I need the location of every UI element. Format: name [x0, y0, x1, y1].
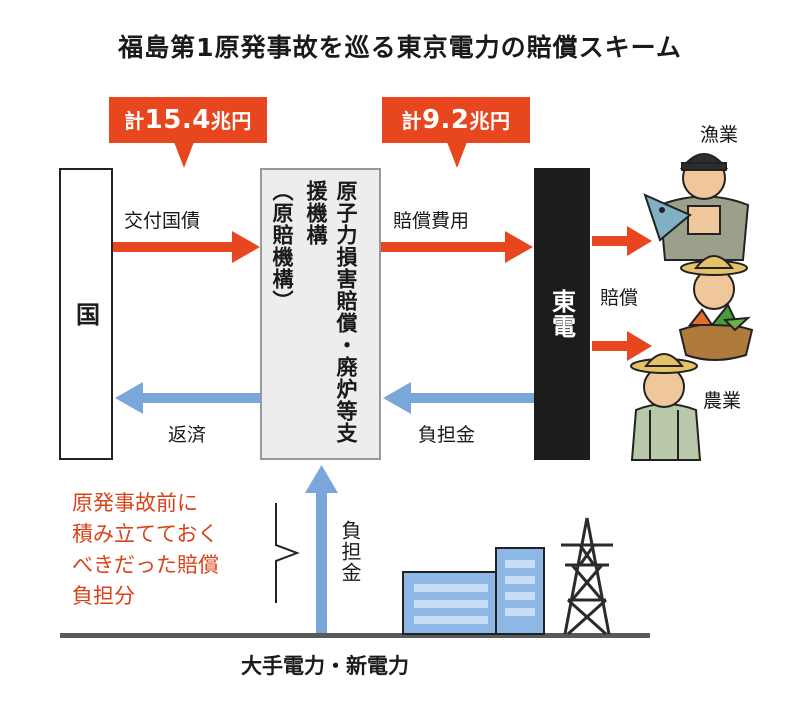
- arrow-compensation-agriculture: [592, 331, 652, 361]
- note-bracket: [275, 503, 300, 603]
- label-fishery: 漁業: [700, 124, 739, 146]
- node-tepco-label: 東電: [547, 289, 576, 339]
- callout-total-left: 計15.4兆円: [109, 97, 267, 143]
- callout-right-prefix: 計: [401, 109, 422, 133]
- note-line-1: 原発事故前に: [72, 491, 198, 515]
- label-bonds: 交付国債: [124, 210, 201, 232]
- label-utilities: 大手電力・新電力: [241, 654, 409, 678]
- farmer-vegetables-illustration: [678, 255, 754, 361]
- farmer-illustration: [630, 353, 702, 461]
- label-burden-utilities: 負担金: [338, 520, 362, 583]
- callout-left-tail: [174, 142, 194, 168]
- arrow-compensation-fishery: [592, 226, 652, 256]
- ground-line: [60, 633, 650, 638]
- node-agency-name: 原子力損害賠償・廃炉等支援機構: [304, 180, 358, 444]
- arrow-burden-utilities: [305, 465, 338, 635]
- node-kuni-label: 国: [71, 301, 100, 327]
- arrow-burden-tepco: [383, 382, 534, 414]
- callout-left-amount: 15.4: [144, 105, 211, 135]
- node-tepco: 東電: [534, 168, 590, 460]
- note-line-2: 積み立てておく: [72, 522, 219, 546]
- label-burden-tepco: 負担金: [418, 424, 476, 446]
- node-agency-abbr: （原賠機構）: [270, 180, 294, 312]
- callout-left-unit: 兆円: [210, 109, 252, 133]
- label-compensation: 賠償: [600, 287, 639, 309]
- node-agency: 原子力損害賠償・廃炉等支援機構 （原賠機構）: [260, 168, 381, 460]
- note-line-3: べきだった賠償: [72, 553, 219, 577]
- note-block: 原発事故前に 積み立てておく べきだった賠償 負担分: [72, 488, 219, 612]
- arrow-bonds: [113, 231, 260, 263]
- label-agriculture: 農業: [703, 390, 742, 412]
- label-compensation-cost: 賠償費用: [393, 210, 470, 232]
- diagram-title: 福島第1原発事故を巡る東京電力の賠償スキーム: [118, 33, 682, 62]
- buildings-illustration: [402, 547, 545, 635]
- note-line-4: 負担分: [72, 584, 135, 608]
- callout-right-unit: 兆円: [469, 109, 511, 133]
- callout-total-right: 計9.2兆円: [382, 97, 530, 143]
- callout-right-tail: [447, 142, 467, 168]
- fisherman-illustration: [643, 153, 750, 261]
- arrow-compensation-cost: [380, 231, 533, 263]
- power-tower-illustration: [561, 517, 613, 636]
- label-repay: 返済: [168, 424, 207, 446]
- arrow-repay: [115, 382, 260, 414]
- node-kuni: 国: [59, 168, 113, 460]
- callout-right-amount: 9.2: [421, 105, 470, 135]
- callout-left-prefix: 計: [124, 109, 145, 133]
